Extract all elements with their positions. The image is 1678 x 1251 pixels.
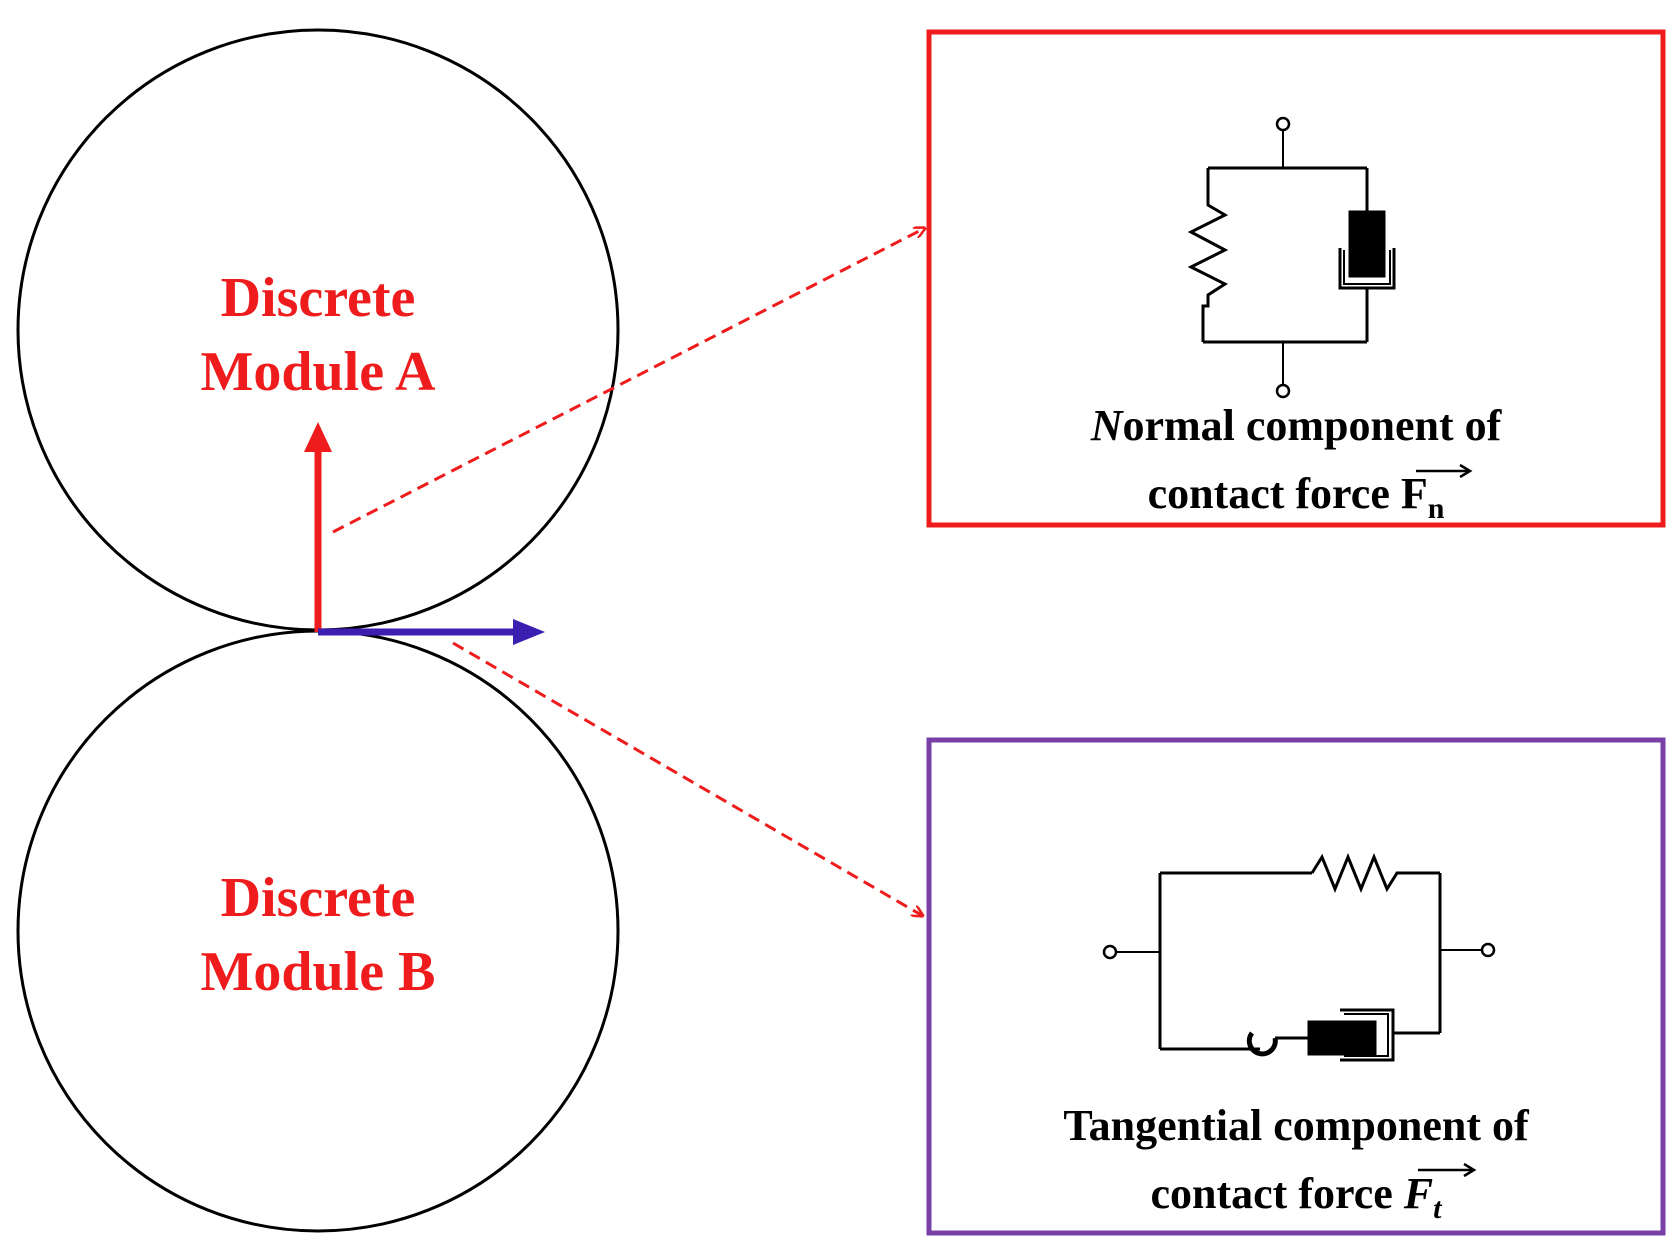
module-b-circle xyxy=(16,629,620,1233)
dashpot-icon xyxy=(1338,168,1396,342)
svg-text:Module A: Module A xyxy=(201,341,436,403)
module-b-label: Discrete Module B xyxy=(201,867,436,1003)
dashpot-icon xyxy=(1307,1008,1440,1062)
slider-icon xyxy=(1246,1031,1278,1057)
normal-caption-line2: contact force Fn xyxy=(1148,469,1445,525)
tangential-force-symbol: F xyxy=(1403,1169,1433,1218)
normal-connector-dashed xyxy=(332,228,925,534)
tangential-force-arrow xyxy=(318,619,545,645)
tangential-connector-dashed xyxy=(452,641,923,916)
normal-component-box: Normal component of contact force Fn xyxy=(926,29,1666,528)
module-a-label: Discrete Module A xyxy=(201,267,436,403)
svg-text:Discrete: Discrete xyxy=(221,267,416,329)
tangential-vector-overbar-icon xyxy=(1418,1162,1477,1178)
svg-text:Discrete: Discrete xyxy=(221,867,416,929)
tangential-caption-line1: Tangential component of xyxy=(1063,1101,1530,1150)
tangential-force-subscript: t xyxy=(1433,1192,1443,1225)
svg-text:Module B: Module B xyxy=(201,941,436,1003)
normal-force-subscript: n xyxy=(1428,492,1445,525)
spring-icon xyxy=(1310,853,1440,893)
normal-vector-overbar-icon xyxy=(1416,463,1473,479)
normal-force-arrow xyxy=(304,422,332,632)
normal-caption-line1: Normal component of xyxy=(1090,401,1503,450)
tangential-caption-line2: contact force Ft xyxy=(1151,1169,1444,1225)
normal-kelvin-voigt-circuit xyxy=(1187,116,1396,399)
tangential-circuit xyxy=(1102,853,1496,1062)
spring-icon xyxy=(1187,168,1229,342)
tangential-component-box: Tangential component of contact force Ft xyxy=(926,737,1666,1236)
normal-force-symbol: F xyxy=(1401,469,1428,518)
